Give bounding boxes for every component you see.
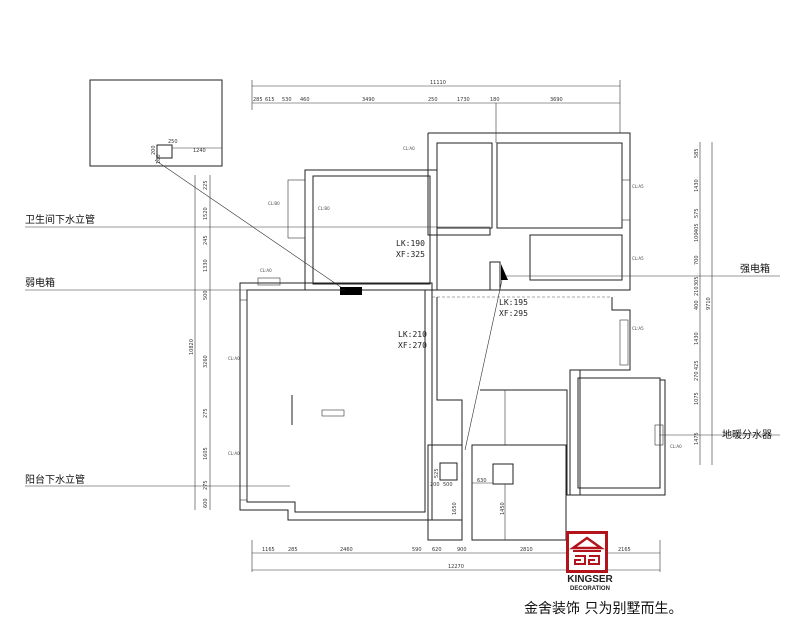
dim-label: 700 xyxy=(694,255,700,265)
walls xyxy=(239,132,666,521)
right-dimension: 585 1430 575 405 100 700 305 210 400 143… xyxy=(694,142,713,465)
dim-label: 400 xyxy=(694,300,700,310)
dim-total-top: 11110 xyxy=(430,80,446,86)
dim-label: 530 xyxy=(282,97,292,103)
dim-label: 3690 xyxy=(550,97,563,103)
dim-label: 285 xyxy=(253,97,263,103)
dim-label: 1330 xyxy=(203,259,209,272)
window-tag: CL:A5 xyxy=(632,326,644,331)
dim-label: 1450 xyxy=(500,502,506,515)
dim-label: 160 xyxy=(156,154,162,164)
dim-label: 630 xyxy=(477,478,487,484)
window-tag: CL:B0 xyxy=(318,206,330,211)
dim-label: 620 xyxy=(432,547,442,553)
dim-label: 210 xyxy=(694,286,700,296)
dim-label: 245 xyxy=(203,235,209,245)
dim-label: 500 xyxy=(203,290,209,300)
room-xf-label: XF:325 xyxy=(396,250,425,259)
dim-label: 3490 xyxy=(362,97,375,103)
dim-label: 525 xyxy=(434,468,440,478)
brand-title: KINGSER xyxy=(567,574,613,585)
callout-weak-box: 弱电箱 xyxy=(25,276,55,289)
dim-label: 600 xyxy=(203,498,209,508)
dim-label: 405 xyxy=(694,223,700,233)
window-tag: CL:A5 xyxy=(632,256,644,261)
window-tag: CL:A5 xyxy=(632,184,644,189)
dim-label: 460 xyxy=(300,97,310,103)
detail-right: 630 1450 xyxy=(471,444,567,541)
dim-label: 305 xyxy=(694,276,700,286)
window-tag: CL:A0 xyxy=(260,268,272,273)
dim-label: 250 xyxy=(428,97,438,103)
dim-label: 590 xyxy=(412,547,422,553)
dim-label: 180 xyxy=(490,97,500,103)
window-tag: CL:A0 xyxy=(228,356,240,361)
dim-label: 2460 xyxy=(340,547,353,553)
window-tag: CL:A0 xyxy=(228,451,240,456)
window-tags: CL:A0 CL:A5 CL:B0 CL:B0 CL:A5 CL:A0 CL:A… xyxy=(228,146,682,456)
dim-label: 1605 xyxy=(203,447,209,460)
logo-house-icon xyxy=(569,536,605,565)
weak-box-marker xyxy=(340,287,362,295)
dim-label: 200 xyxy=(430,482,440,488)
dim-label: 1730 xyxy=(457,97,470,103)
callouts: 卫生间下水立管 弱电箱 强电箱 地暖分水器 阳台下水立管 xyxy=(25,213,780,487)
room-xf-label: XF:270 xyxy=(398,341,427,350)
brand-slogan: 金舍装饰 只为别墅而生。 xyxy=(524,601,683,617)
room-lk-label: LK:195 xyxy=(499,298,528,307)
window-tag: CL:B0 xyxy=(268,201,280,206)
dim-label: 1430 xyxy=(694,332,700,345)
bottom-dimension: 1165 285 2460 590 620 900 2810 2165 1227… xyxy=(251,540,661,572)
brand-subtitle: DECORATION xyxy=(570,586,610,592)
detail-left: 525 200 500 1650 xyxy=(427,444,463,541)
room-lk-label: LK:190 xyxy=(396,239,425,248)
dim-label: 285 xyxy=(288,547,298,553)
dim-label: 100 xyxy=(694,232,700,242)
dim-total-right: 9710 xyxy=(706,297,712,310)
dim-label: 1520 xyxy=(203,207,209,220)
callout-strong-box: 强电箱 xyxy=(740,262,770,275)
callout-floor-heating: 地暖分水器 xyxy=(722,428,772,441)
dim-label: 1430 xyxy=(694,179,700,192)
dim-label: 615 xyxy=(265,97,275,103)
dim-label: 1165 xyxy=(262,547,275,553)
kingser-logo xyxy=(566,531,608,573)
window-tag: CL:A0 xyxy=(670,444,682,449)
dim-label: 425 xyxy=(694,360,700,370)
leader-line xyxy=(154,159,346,291)
top-dimension: 11110 285 615 530 460 3490 250 1730 180 … xyxy=(251,80,621,143)
callout-balcony-drain: 阳台下水立管 xyxy=(25,473,85,486)
dim-label: 1650 xyxy=(452,502,458,515)
dim-label: 900 xyxy=(457,547,467,553)
dim-label: 200 xyxy=(151,145,157,155)
dim-label: 1075 xyxy=(694,392,700,405)
dim-label: 2165 xyxy=(618,547,631,553)
dim-label: 1475 xyxy=(694,432,700,445)
dim-label: 225 xyxy=(203,180,209,190)
dim-label: 575 xyxy=(694,208,700,218)
dim-total-bottom: 12270 xyxy=(448,564,464,570)
room-lk-label: LK:210 xyxy=(398,330,427,339)
dim-label: 2810 xyxy=(520,547,533,553)
dim-label: 3260 xyxy=(203,355,209,368)
dim-label: 250 xyxy=(168,139,178,145)
dim-total-left: 10820 xyxy=(189,339,195,355)
window-tag: CL:A0 xyxy=(403,146,415,151)
inset-detail: 250 1240 200 160 xyxy=(89,79,223,167)
dim-label: 275 xyxy=(203,408,209,418)
dim-label: 1240 xyxy=(193,148,206,154)
dim-label: 275 xyxy=(203,480,209,490)
dim-label: 585 xyxy=(694,148,700,158)
room-xf-label: XF:295 xyxy=(499,309,528,318)
callout-bathroom-drain: 卫生间下水立管 xyxy=(25,213,95,226)
brand-name: KINGSER DECORATION xyxy=(560,575,620,593)
dim-label: 270 xyxy=(694,371,700,381)
dim-label: 500 xyxy=(443,482,453,488)
left-dimension: 225 1520 245 1330 500 3260 275 1605 275 … xyxy=(189,175,211,510)
